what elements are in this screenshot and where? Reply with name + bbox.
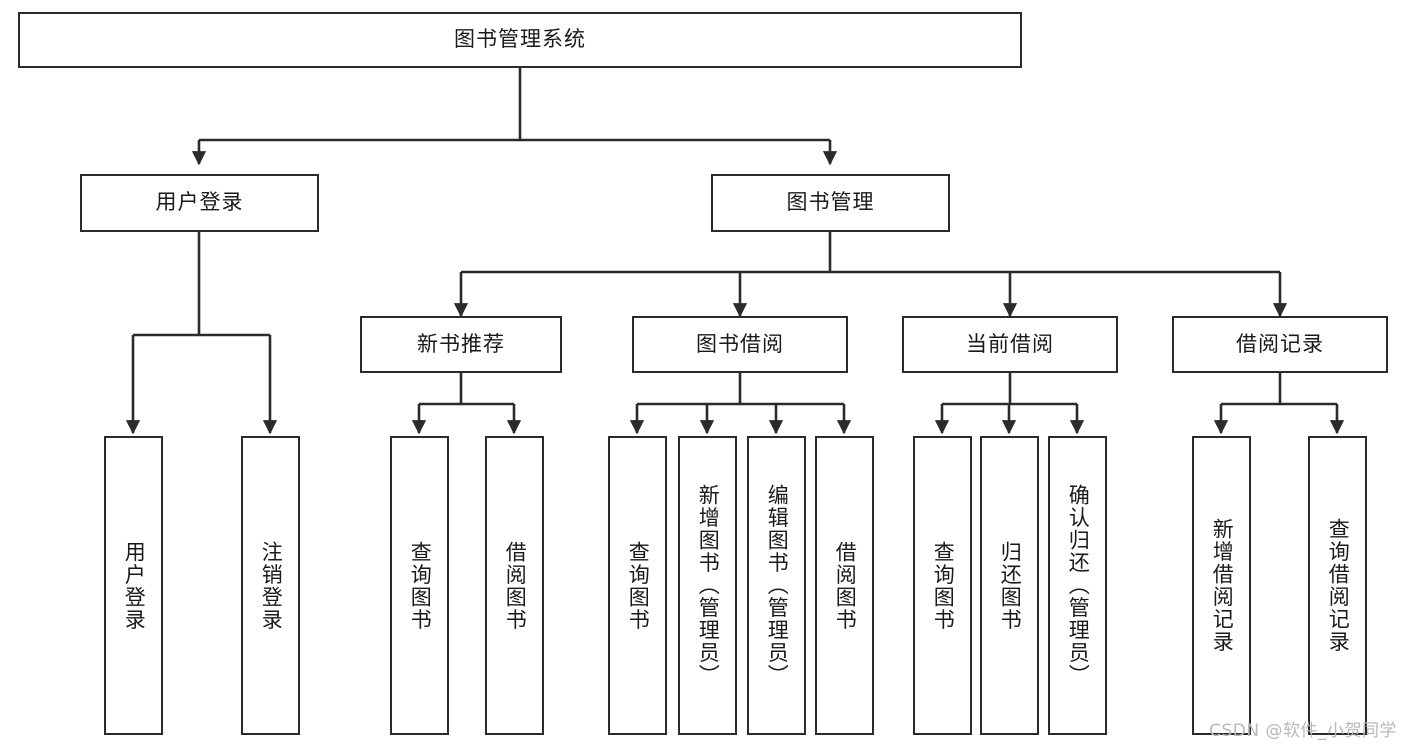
node-leaf-borrow-query-book-label: 查询图书 (626, 540, 651, 631)
node-leaf-return-book-label: 归还图书 (998, 540, 1023, 631)
node-leaf-logout-label: 注销登录 (259, 540, 284, 631)
node-leaf-logout[interactable]: 注销登录 (241, 436, 300, 735)
node-leaf-borrow-query-book[interactable]: 查询图书 (608, 436, 667, 735)
node-book-management-label: 图书管理 (786, 190, 875, 215)
node-leaf-add-book-admin-label: 新增图书（管理员） (696, 484, 721, 687)
node-leaf-confirm-return-admin-label: 确认归还（管理员） (1066, 484, 1091, 687)
node-leaf-current-query-book-label: 查询图书 (931, 540, 956, 631)
node-leaf-user-login[interactable]: 用户登录 (104, 436, 163, 735)
watermark: CSDN @软件_小贺同学 (1209, 721, 1397, 741)
node-leaf-edit-book-admin[interactable]: 编辑图书（管理员） (747, 436, 806, 735)
node-new-book-recommend[interactable]: 新书推荐 (360, 316, 562, 373)
node-leaf-recommend-query-book[interactable]: 查询图书 (390, 436, 449, 735)
node-leaf-add-borrow-record-label: 新增借阅记录 (1210, 518, 1235, 653)
node-leaf-query-borrow-record[interactable]: 查询借阅记录 (1308, 436, 1367, 735)
node-book-management[interactable]: 图书管理 (711, 174, 950, 232)
node-leaf-add-borrow-record[interactable]: 新增借阅记录 (1192, 436, 1251, 735)
node-borrow-record-label: 借阅记录 (1236, 331, 1324, 356)
node-book-borrow-label: 图书借阅 (696, 331, 784, 356)
node-leaf-recommend-query-book-label: 查询图书 (408, 540, 433, 631)
node-leaf-query-borrow-record-label: 查询借阅记录 (1326, 518, 1351, 653)
node-leaf-add-book-admin[interactable]: 新增图书（管理员） (678, 436, 737, 735)
node-leaf-borrow-book[interactable]: 借阅图书 (815, 436, 874, 735)
node-leaf-current-query-book[interactable]: 查询图书 (913, 436, 972, 735)
node-root-label: 图书管理系统 (454, 27, 586, 52)
node-user-login-label: 用户登录 (155, 190, 244, 215)
node-book-borrow[interactable]: 图书借阅 (632, 316, 848, 373)
node-leaf-user-login-label: 用户登录 (122, 540, 147, 631)
node-new-book-recommend-label: 新书推荐 (417, 331, 505, 356)
node-leaf-borrow-book-label: 借阅图书 (833, 540, 858, 631)
node-root[interactable]: 图书管理系统 (18, 12, 1022, 68)
node-current-borrow[interactable]: 当前借阅 (902, 316, 1118, 373)
node-leaf-recommend-borrow-book[interactable]: 借阅图书 (485, 436, 544, 735)
node-leaf-recommend-borrow-book-label: 借阅图书 (503, 540, 528, 631)
node-user-login[interactable]: 用户登录 (80, 174, 319, 232)
node-leaf-return-book[interactable]: 归还图书 (980, 436, 1039, 735)
node-current-borrow-label: 当前借阅 (966, 331, 1054, 356)
node-leaf-edit-book-admin-label: 编辑图书（管理员） (765, 484, 790, 687)
node-borrow-record[interactable]: 借阅记录 (1172, 316, 1388, 373)
node-leaf-confirm-return-admin[interactable]: 确认归还（管理员） (1048, 436, 1107, 735)
